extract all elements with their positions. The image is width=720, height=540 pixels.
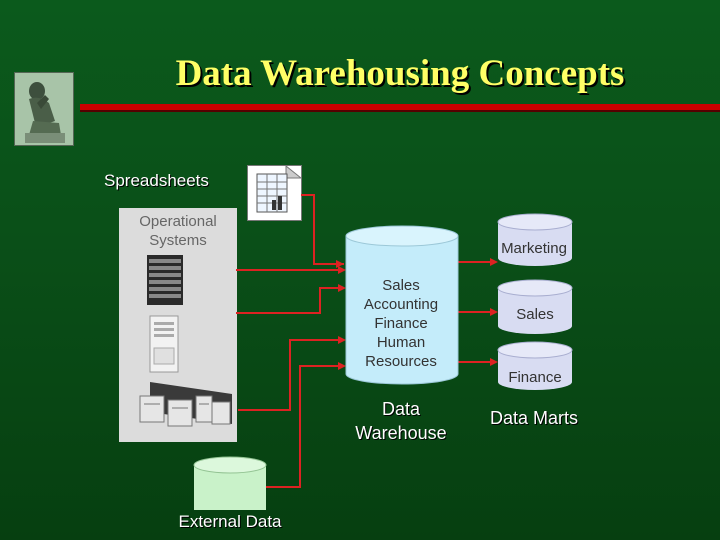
external-data-cylinder xyxy=(193,456,267,510)
warehouse-item: Accounting xyxy=(363,296,439,313)
finance-mart-cylinder xyxy=(497,341,573,390)
connector-tower-server xyxy=(236,287,338,314)
spreadsheets-label: Spreadsheets xyxy=(104,171,209,190)
title-divider xyxy=(80,104,720,110)
connector-mainframe xyxy=(238,339,338,411)
marketing-mart-label: Marketing xyxy=(501,240,567,257)
data-marts-label: Data Marts xyxy=(489,408,579,428)
warehouse-subject-areas: Sales Accounting Finance Human Resources xyxy=(346,276,456,371)
spreadsheet-icon xyxy=(247,164,303,221)
mainframe-icon xyxy=(139,382,232,427)
connector-spreadsheets xyxy=(301,194,344,265)
warehouse-item: Sales xyxy=(382,277,420,294)
rack-server-icon xyxy=(147,255,183,305)
connector-arrowheads xyxy=(336,258,498,370)
external-data-label: External Data xyxy=(178,512,282,531)
warehouse-item: Finance xyxy=(374,315,428,332)
slide-title: Data Warehousing Concepts xyxy=(175,53,625,94)
connector-lines xyxy=(236,194,490,488)
warehouse-item: Human xyxy=(376,334,426,351)
sales-mart-cylinder xyxy=(497,279,573,334)
warehouse-item: Resources xyxy=(365,353,437,370)
connector-external xyxy=(266,365,338,488)
data-warehouse-cylinder xyxy=(345,225,459,385)
operational-systems-label: Operational Systems xyxy=(139,213,217,249)
marketing-mart-cylinder xyxy=(497,213,573,266)
data-warehouse-label: Data Warehouse xyxy=(355,399,447,443)
finance-mart-label: Finance xyxy=(508,369,562,386)
tower-server-icon xyxy=(149,315,179,373)
sales-mart-label: Sales xyxy=(516,306,554,323)
thinker-statue-icon xyxy=(14,72,74,146)
